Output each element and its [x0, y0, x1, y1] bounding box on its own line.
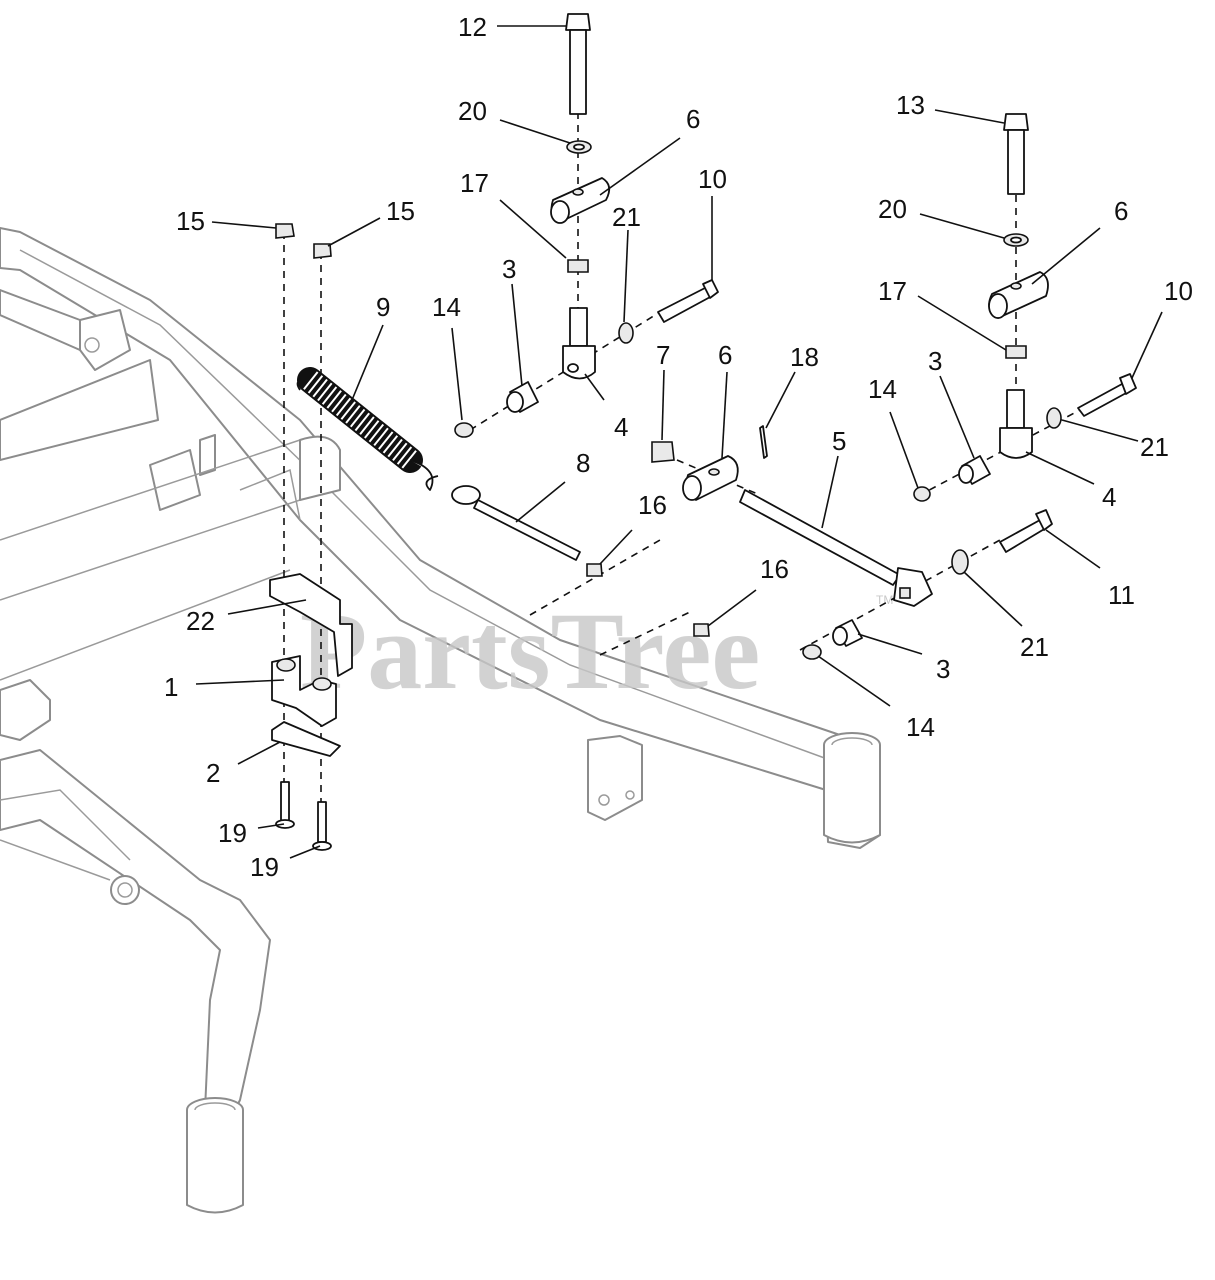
callout-14: 14 [868, 374, 897, 404]
washer-21a [618, 322, 634, 344]
bolt-10b [1077, 373, 1137, 417]
callout-20: 20 [458, 96, 487, 126]
bellcrank-4b [999, 389, 1033, 459]
callout-4: 4 [1102, 482, 1116, 512]
callout-14: 14 [432, 292, 461, 322]
pivot-block-6a [550, 177, 611, 224]
spring-9 [296, 367, 439, 491]
cotter-pin-18 [759, 425, 768, 459]
callout-13: 13 [896, 90, 925, 120]
bearing-block-1 [271, 655, 337, 727]
nut-16a [586, 563, 603, 577]
callout-18: 18 [790, 342, 819, 372]
bellcrank-4a [562, 307, 596, 380]
castle-nut-7 [651, 441, 675, 463]
nut-15b [313, 243, 332, 259]
callout-8: 8 [576, 448, 590, 478]
nut-14c [802, 644, 822, 660]
callout-5: 5 [832, 426, 846, 456]
callout-4: 4 [614, 412, 628, 442]
callout-21: 21 [612, 202, 641, 232]
bolt-11 [999, 509, 1053, 553]
pin-19a [275, 781, 295, 829]
watermark-text: PartsTree [300, 590, 760, 712]
callout-6: 6 [1114, 196, 1128, 226]
spacer-3b [958, 455, 991, 485]
callout-2: 2 [206, 758, 220, 788]
washer-21c [951, 549, 969, 575]
mower-frame [0, 227, 881, 1214]
parts [269, 13, 1137, 851]
callout-19: 19 [250, 852, 279, 882]
plate-2 [271, 721, 341, 757]
bracket-22 [269, 573, 353, 677]
callout-20: 20 [878, 194, 907, 224]
callout-15: 15 [176, 206, 205, 236]
nut-17a [567, 259, 589, 273]
callout-14: 14 [906, 712, 935, 742]
watermark-trademark: TM [876, 593, 893, 607]
callouts: 12 20 6 17 21 10 15 15 9 14 3 4 7 6 18 5… [164, 12, 1193, 882]
bolt-12 [565, 13, 591, 115]
bolt-10a [657, 279, 719, 323]
bolt-13 [1003, 113, 1029, 195]
leader-lines [195, 25, 1163, 859]
eye-rod-8 [451, 485, 581, 561]
callout-3: 3 [928, 346, 942, 376]
callout-3: 3 [936, 654, 950, 684]
nut-14b [913, 486, 931, 502]
callout-9: 9 [376, 292, 390, 322]
pin-19b [312, 801, 332, 851]
nut-15a [275, 223, 295, 239]
callout-17: 17 [460, 168, 489, 198]
callout-16: 16 [638, 490, 667, 520]
callout-19: 19 [218, 818, 247, 848]
callout-6: 6 [686, 104, 700, 134]
callout-7: 7 [656, 340, 670, 370]
callout-6: 6 [718, 340, 732, 370]
watermark: PartsTree TM [300, 590, 893, 712]
callout-16: 16 [760, 554, 789, 584]
callout-10: 10 [1164, 276, 1193, 306]
callout-15: 15 [386, 196, 415, 226]
callout-1: 1 [164, 672, 178, 702]
nut-17b [1005, 345, 1027, 359]
callout-22: 22 [186, 606, 215, 636]
nut-14a [454, 422, 474, 438]
callout-10: 10 [698, 164, 727, 194]
callout-17: 17 [878, 276, 907, 306]
callout-3: 3 [502, 254, 516, 284]
callout-21: 21 [1140, 432, 1169, 462]
spacer-3a [506, 381, 539, 413]
callout-21: 21 [1020, 632, 1049, 662]
rod-5 [739, 489, 933, 607]
pivot-block-6b [682, 455, 739, 501]
callout-12: 12 [458, 12, 487, 42]
callout-11: 11 [1108, 580, 1135, 610]
spacer-3c [832, 619, 863, 647]
washer-21b [1046, 407, 1062, 429]
nut-16b [693, 623, 710, 637]
